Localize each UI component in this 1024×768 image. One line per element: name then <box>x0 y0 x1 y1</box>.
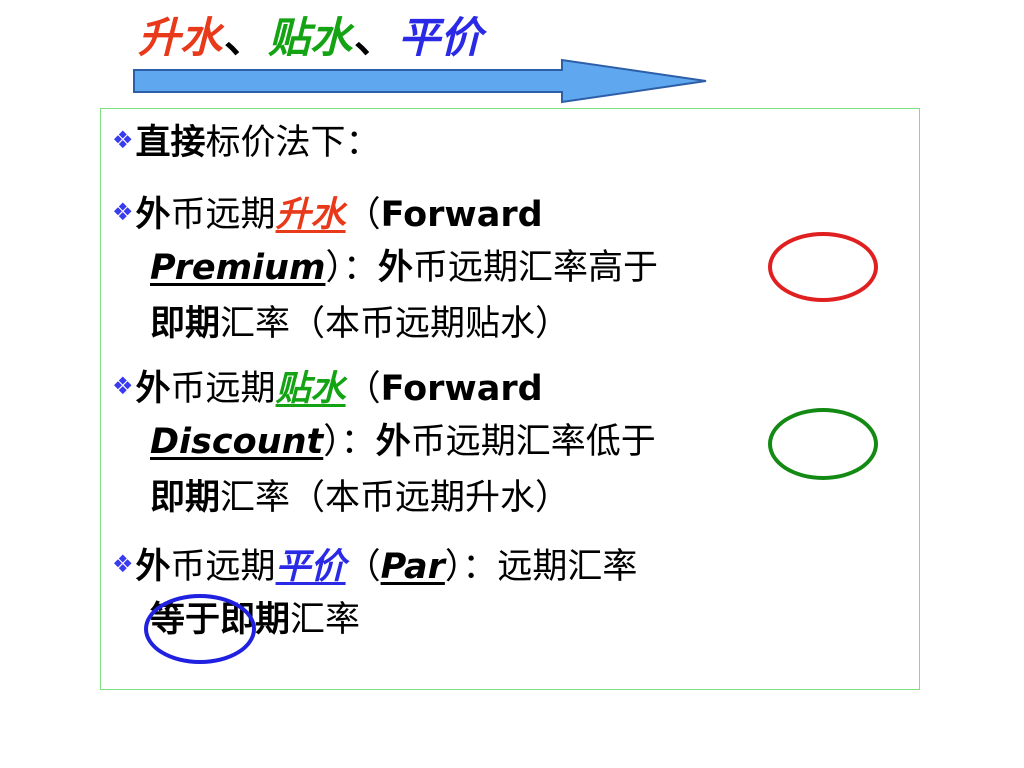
green-circle-icon <box>768 408 878 480</box>
title-par: 平价 <box>398 13 483 62</box>
slide-title: 升水、贴水、平价 <box>138 12 482 64</box>
content-box <box>100 108 920 690</box>
bullet-forward-par: ❖外币远期平价（Par）：远期汇率 <box>112 547 638 587</box>
title-premium: 升水 <box>138 13 223 62</box>
bullet-forward-premium: ❖外币远期升水（Forward <box>112 195 543 235</box>
term-premium: 升水 <box>275 195 346 235</box>
bullet-forward-premium-line2: Premium）：外币远期汇率高于 <box>150 248 658 288</box>
term-par: 平价 <box>275 547 346 587</box>
title-discount: 贴水 <box>268 13 353 62</box>
bullet-marker-icon: ❖ <box>112 126 134 154</box>
red-circle-icon <box>768 232 878 302</box>
bullet-marker-icon: ❖ <box>112 550 134 578</box>
term-discount: 贴水 <box>275 369 346 409</box>
bullet-forward-discount: ❖外币远期贴水（Forward <box>112 369 543 409</box>
blue-circle-icon <box>144 594 256 664</box>
title-sep-1: 、 <box>224 13 267 62</box>
bullet-forward-discount-line3: 即期汇率（本币远期升水） <box>150 478 571 518</box>
bullet-marker-icon: ❖ <box>112 372 134 400</box>
right-arrow-icon <box>133 58 707 104</box>
bullet-forward-discount-line2: Discount）：外币远期汇率低于 <box>150 422 656 462</box>
title-sep-2: 、 <box>354 13 397 62</box>
bullet-forward-premium-line3: 即期汇率（本币远期贴水） <box>150 304 571 344</box>
bullet-direct-quotation: ❖直接标价法下： <box>112 123 381 163</box>
bullet-marker-icon: ❖ <box>112 198 134 226</box>
